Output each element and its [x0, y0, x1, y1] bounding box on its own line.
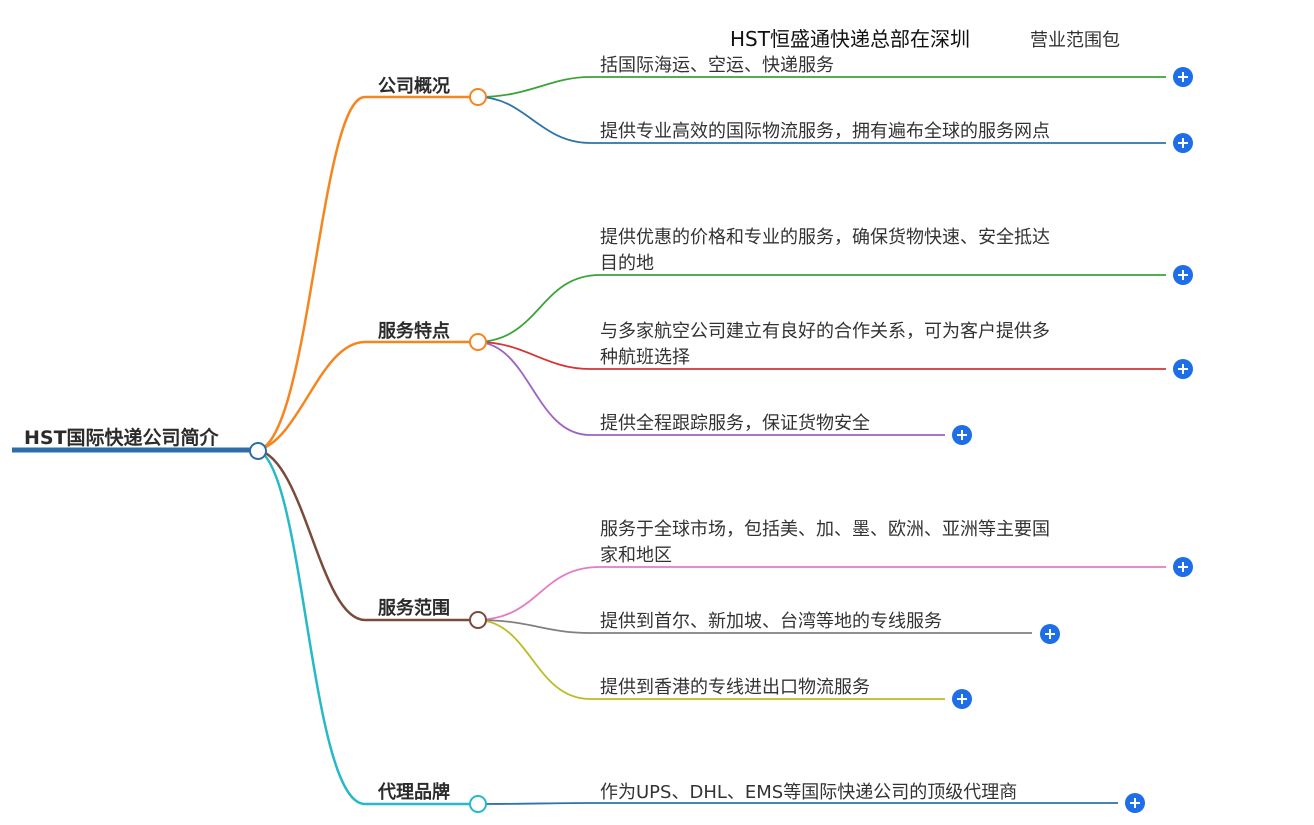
plus-circle-icon[interactable]	[1173, 133, 1193, 153]
branch-node-service-features[interactable]	[469, 333, 487, 351]
leaf-text-line: 括国际海运、空运、快递服务	[600, 55, 834, 76]
root-title: HST国际快递公司简介	[24, 426, 220, 449]
branch-label-agency-brands: 代理品牌	[377, 781, 450, 803]
leaf-connector	[477, 341, 1166, 370]
branch-label-service-scope: 服务范围	[378, 597, 450, 619]
plus-circle-icon[interactable]	[1173, 557, 1193, 577]
leaf-connector	[477, 274, 1166, 343]
leaf-connector	[477, 802, 1118, 805]
leaf-text-line: 服务于全球市场，包括美、加、墨、欧洲、亚洲等主要国	[600, 519, 1050, 540]
leaf-text-line: 提供到香港的专线进出口物流服务	[600, 677, 870, 698]
branch-label-company-overview: 公司概况	[378, 75, 450, 97]
leaf-text-line: 提供优惠的价格和专业的服务，确保货物快速、安全抵达	[600, 227, 1050, 248]
branch-node-agency-brands[interactable]	[469, 795, 487, 813]
plus-circle-icon[interactable]	[1125, 793, 1145, 813]
leaf-text-line: 种航班选择	[600, 347, 690, 368]
plus-circle-icon[interactable]	[952, 689, 972, 709]
plus-circle-icon[interactable]	[1173, 265, 1193, 285]
plus-circle-icon[interactable]	[1173, 359, 1193, 379]
root-node-circle[interactable]	[249, 442, 267, 460]
branch-node-company-overview[interactable]	[469, 88, 487, 106]
plus-circle-icon[interactable]	[952, 425, 972, 445]
root-to-service-features-connector	[257, 340, 478, 452]
leaf-connector	[477, 76, 1166, 98]
leaf-text-line: HST恒盛通快递总部在深圳	[730, 27, 970, 51]
root-to-agency-brands-connector	[257, 448, 478, 806]
leaf-text-line: 目的地	[600, 253, 654, 274]
leaf-connector	[477, 619, 945, 700]
plus-circle-icon[interactable]	[1173, 67, 1193, 87]
leaf-text-line: 营业范围包	[1030, 30, 1120, 51]
leaf-connector	[477, 341, 945, 436]
root-to-service-scope-connector	[257, 448, 478, 622]
leaf-text-line: 与多家航空公司建立有良好的合作关系，可为客户提供多	[600, 321, 1050, 342]
leaf-text-line: 提供到首尔、新加坡、台湾等地的专线服务	[600, 611, 942, 632]
leaf-connector	[477, 619, 1032, 634]
branch-node-service-scope[interactable]	[469, 611, 487, 629]
branch-label-service-features: 服务特点	[378, 320, 450, 342]
leaf-text-line: 家和地区	[600, 545, 672, 566]
leaf-text-line: 提供专业高效的国际物流服务，拥有遍布全球的服务网点	[600, 121, 1050, 142]
root-to-company-overview-connector	[257, 95, 478, 452]
leaf-text-line: 提供全程跟踪服务，保证货物安全	[600, 413, 870, 434]
leaf-connector	[477, 566, 1166, 621]
leaf-text-line: 作为UPS、DHL、EMS等国际快递公司的顶级代理商	[600, 782, 1017, 803]
leaf-connector	[477, 96, 1166, 144]
plus-circle-icon[interactable]	[1040, 624, 1060, 644]
